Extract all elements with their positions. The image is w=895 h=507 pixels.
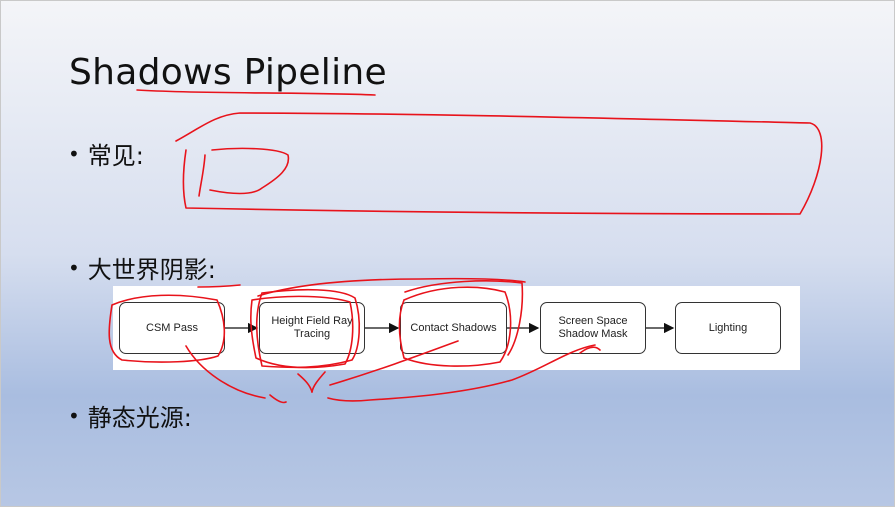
node-lighting: Lighting: [675, 302, 781, 354]
node-csm-pass: CSM Pass: [119, 302, 225, 354]
bullet-marker: •: [68, 141, 80, 166]
slide-title: Shadows Pipeline: [69, 52, 387, 93]
bullet-common: • 常见:: [68, 136, 144, 171]
bullet-label-open-world: 大世界阴影:: [87, 256, 216, 284]
bullet-static-lights: • 静态光源:: [68, 398, 192, 433]
node-screen-space-shadow-mask: Screen Space Shadow Mask: [540, 302, 646, 354]
bullet-open-world-shadows: • 大世界阴影:: [68, 250, 216, 285]
pipeline-diagram: CSM Pass Height Field Ray Tracing Contac…: [113, 286, 800, 370]
node-height-field-ray-tracing: Height Field Ray Tracing: [259, 302, 365, 354]
node-contact-shadows: Contact Shadows: [400, 302, 507, 354]
bullet-label-static-lights: 静态光源:: [87, 404, 192, 432]
bullet-marker: •: [68, 255, 80, 280]
bullet-marker: •: [68, 403, 80, 428]
bullet-label-common: 常见:: [87, 142, 144, 170]
